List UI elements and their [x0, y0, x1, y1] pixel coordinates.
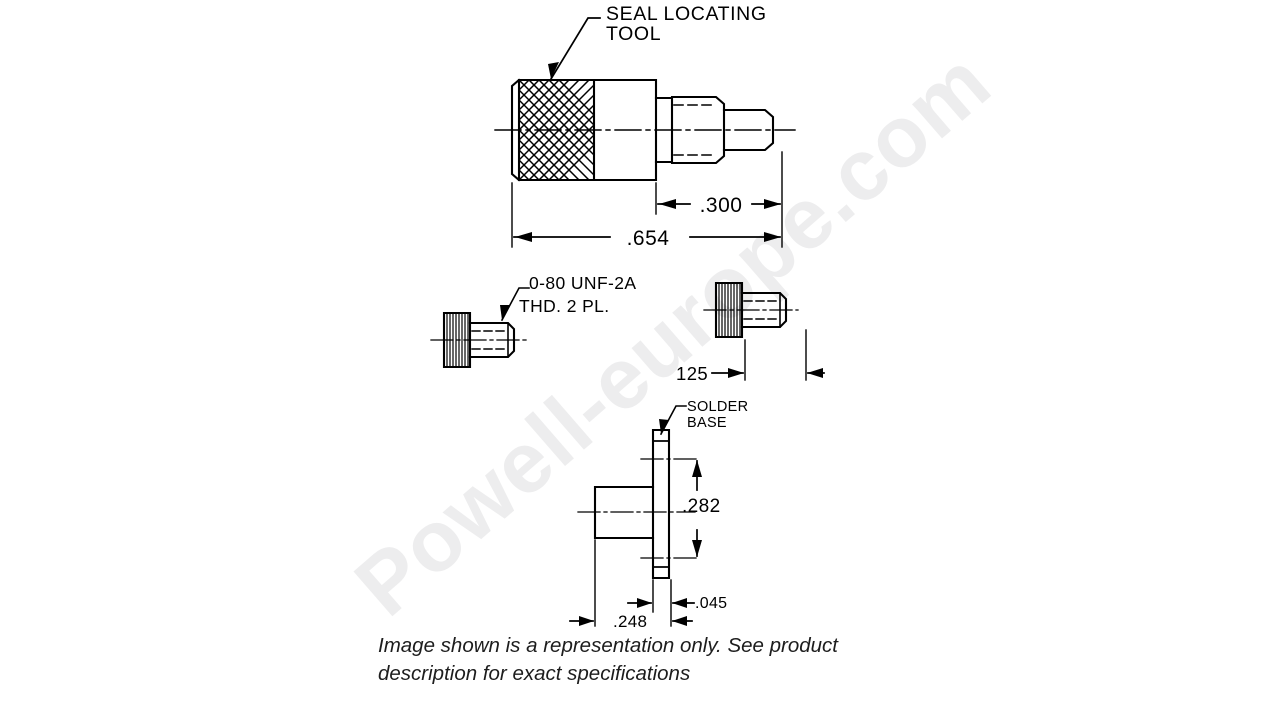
view-screw-details — [430, 281, 825, 381]
mid-boss-outline — [670, 95, 726, 165]
seal-tool-leader — [549, 17, 601, 81]
callout-thread-spec-line1: 0-80 UNF-2A — [529, 273, 637, 293]
arrow-248-right — [672, 616, 687, 626]
view-main-assembly — [494, 17, 796, 248]
seal-tool-arrowhead — [548, 62, 559, 79]
callout-thread-spec-line2: THD. 2 PL. — [519, 296, 610, 316]
image-disclaimer-caption: Image shown is a representation only. Se… — [378, 634, 838, 685]
solder-flange-outline — [651, 428, 671, 580]
arrow-300-right — [764, 199, 781, 209]
thread-spec-arrowhead — [500, 305, 510, 320]
dimension-value-282: .282 — [682, 496, 721, 517]
arrow-654-right — [764, 232, 781, 242]
callout-seal-locating-tool-line1: SEAL LOCATING — [606, 3, 767, 25]
dimension-value-654: .654 — [627, 227, 670, 250]
arrow-125-left — [728, 368, 744, 378]
solder-base-arrowhead — [659, 419, 669, 434]
arrow-045-right — [672, 598, 687, 608]
arrow-282-bottom — [692, 540, 702, 557]
knurl-pattern — [519, 80, 594, 180]
right-screw-head — [714, 281, 744, 339]
left-screw-hidden-lines — [471, 330, 507, 350]
arrow-125-right — [807, 368, 823, 378]
left-screw-head — [442, 311, 472, 369]
arrow-282-top — [692, 460, 702, 477]
callout-seal-locating-tool-line2: TOOL — [606, 23, 661, 45]
dimension-value-045: .045 — [695, 595, 727, 612]
arrow-300-left — [659, 199, 676, 209]
dimension-value-248: .248 — [613, 612, 647, 631]
view-solder-base — [569, 405, 702, 627]
arrow-248-left — [579, 616, 594, 626]
callout-solder-base-line1: SOLDER — [687, 399, 748, 415]
boss-hidden-lines — [673, 104, 715, 156]
arrow-045-left — [637, 598, 652, 608]
arrow-654-left — [515, 232, 532, 242]
rear-pin-outline — [722, 108, 775, 152]
callout-solder-base-line2: BASE — [687, 415, 727, 431]
dimension-value-300: .300 — [700, 194, 743, 217]
dimension-value-125: 125 — [676, 363, 708, 384]
right-screw-hidden-lines — [743, 300, 779, 320]
